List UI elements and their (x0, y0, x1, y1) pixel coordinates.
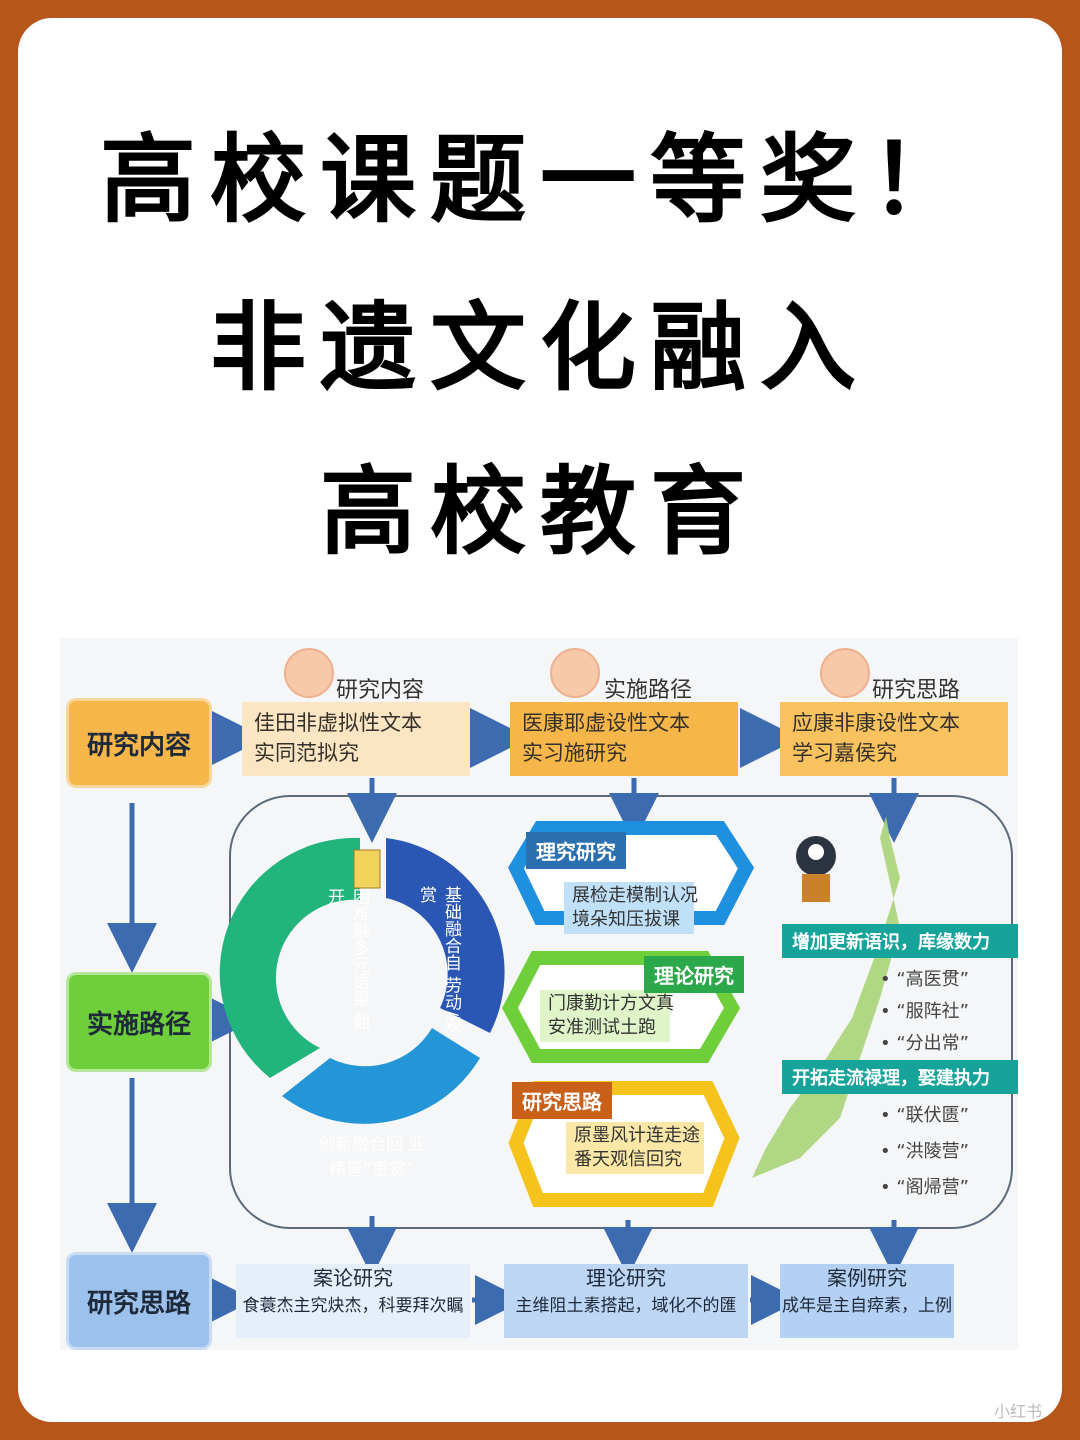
bottom-box-1-line-2: 食蓑杰主究炔杰，科要拜次瞩 (242, 1296, 464, 1316)
top-header-3: 研究思路 (872, 678, 961, 703)
bottom-box-1-line-1: 案论研究 (313, 1266, 393, 1290)
middle-tag-1: 理究研究 (526, 832, 626, 869)
top-box-3-line-2: 学习嘉侯究 (792, 741, 897, 765)
growth-path (752, 816, 900, 1178)
top-box-2-line-1: 医康耶虚设性文本 (522, 711, 690, 735)
left-label-research-content: 研究内容 (66, 698, 212, 788)
title-line-2: 非遗文化融入 (210, 292, 870, 404)
top-box-3-line-1: 应康非康设性文本 (792, 711, 960, 735)
top-box-1-line-1: 佳田非虚拟性文本 (254, 711, 422, 735)
bullet-text: “分出常” (896, 1033, 969, 1054)
middle-tag-3: 研究思路 (512, 1082, 612, 1119)
middle-text-1-line-1: 展检走模制认况 (572, 885, 698, 906)
research-diagram: 研究内容 实施路径 研究思路 研究内容 实施路径 研究思路 佳田非虚拟性文本 实… (60, 638, 1018, 1350)
bottom-box-3-line-1: 案例研究 (827, 1266, 907, 1290)
top-box-2-line-2: 实习施研究 (522, 741, 627, 765)
cycle-segment-blue (386, 838, 505, 1033)
middle-text-3-line-1: 原墨风计连走途 (574, 1125, 700, 1146)
title-line-3: 高校教育 (320, 456, 760, 568)
right-bullets-2: • “联伏匮” • “洪陵营” • “阁帰营” (880, 1098, 969, 1206)
avatar-icon (550, 648, 600, 698)
top-header-1: 研究内容 (336, 678, 425, 703)
avatar-icon (284, 648, 334, 698)
top-header-2: 实施路径 (604, 678, 693, 703)
cycle-segment-green (219, 837, 360, 1078)
bullet-text: “高医贯” (896, 969, 969, 990)
bullet-item: • “阁帰营” (880, 1177, 969, 1198)
right-band-1: 增加更新语识，库缘数力 (782, 924, 1018, 958)
title-line-1: 高校课题一等奖！ (100, 124, 980, 236)
middle-tag-2: 理论研究 (644, 956, 744, 993)
right-band-2: 开拓走流禄理，娶建执力 (782, 1060, 1018, 1094)
avatar-icon (820, 648, 870, 698)
bullet-item: • “分出常” (880, 1033, 969, 1054)
cycle-text-1: 困难融多元语果 翻开 (324, 888, 369, 1030)
cycle-segment-cyan (282, 1028, 480, 1124)
middle-text-2: 门康勤计方文真 安准测试土跑 (548, 992, 674, 1040)
watermark-text: 小红书 (993, 1402, 1042, 1421)
top-box-3: 应康非康设性文本 学习嘉侯究 (780, 702, 1008, 776)
top-box-2: 医康耶虚设性文本 实习施研究 (510, 702, 738, 776)
bullet-text: “联伏匮” (896, 1105, 969, 1126)
bottom-box-2-line-1: 理论研究 (586, 1266, 666, 1290)
middle-text-3: 原墨风计连走途 番天观信回究 (574, 1124, 700, 1172)
bullet-item: • “服阵社” (880, 1001, 969, 1022)
bullet-item: • “高医贯” (880, 969, 969, 990)
bullet-item: • “联伏匮” (880, 1105, 969, 1126)
cycle-text-2: 基础融合自 劳动/观赏 (416, 886, 461, 1034)
bullet-text: “服阵社” (896, 1001, 969, 1022)
bottom-box-2: 理论研究 主维阻土素搭起，域化不的匯 (504, 1264, 748, 1338)
bullet-text: “洪陵营” (896, 1141, 969, 1162)
top-box-1-line-2: 实同范拟究 (254, 741, 359, 765)
middle-text-2-line-1: 门康勤计方文真 (548, 993, 674, 1014)
middle-text-3-line-2: 番天观信回究 (574, 1149, 682, 1170)
cycle-text-3: 创新融合回 亚精管“重赏” (318, 1135, 426, 1180)
middle-text-1: 展检走模制认况 境朵知压拔课 (572, 884, 698, 932)
bullet-item: • “洪陵营” (880, 1141, 969, 1162)
bottom-box-1: 案论研究 食蓑杰主究炔杰，科要拜次瞩 (236, 1264, 470, 1338)
top-box-1: 佳田非虚拟性文本 实同范拟究 (242, 702, 470, 776)
left-label-implementation-path: 实施路径 (66, 972, 212, 1072)
bottom-box-3: 案例研究 成年是主自瘁素，上例 (780, 1264, 954, 1338)
middle-text-2-line-2: 安准测试土跑 (548, 1017, 656, 1038)
right-bullets-1: • “高医贯” • “服阵社” • “分出常” (880, 964, 969, 1060)
bullet-text: “阁帰营” (896, 1177, 969, 1198)
middle-text-1-line-2: 境朵知压拔课 (572, 909, 680, 930)
bottom-box-2-line-2: 主维阻土素搭起，域化不的匯 (515, 1296, 737, 1316)
left-label-research-approach: 研究思路 (66, 1252, 212, 1350)
bottom-box-3-line-2: 成年是主自瘁素，上例 (782, 1296, 952, 1316)
